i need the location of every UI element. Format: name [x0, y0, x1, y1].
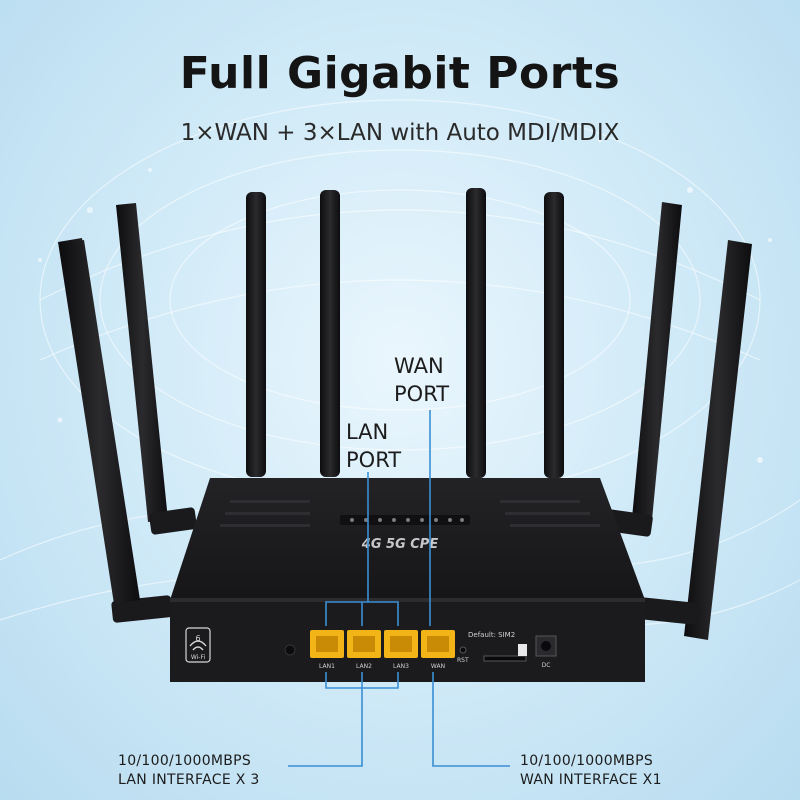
page-title: Full Gigabit Ports [179, 48, 621, 99]
rst-label: RST [457, 657, 469, 664]
ethernet-ports [310, 630, 455, 658]
callout-lines [288, 410, 510, 767]
reset-button[interactable] [459, 646, 467, 654]
lan-spec-count: LAN INTERFACE X 3 [118, 772, 260, 788]
wifi6-number: 6 [195, 634, 200, 643]
antenna-left-inner [116, 203, 197, 535]
wan-spec-speed: 10/100/1000MBPS [520, 753, 654, 769]
wan-callout-line1: WAN [394, 354, 444, 378]
page-subtitle: 1×WAN + 3×LAN with Auto MDI/MDIX [180, 120, 620, 146]
port-label-lan2: LAN2 [356, 663, 372, 670]
sim-indicator [518, 644, 527, 656]
lan-callout-line2: PORT [346, 448, 402, 472]
wan-interface-spec: 10/100/1000MBPS WAN INTERFACE X1 [520, 752, 662, 790]
port-label-lan3: LAN3 [393, 663, 409, 670]
status-leds [340, 515, 470, 525]
wan-port-callout: WAN PORT [394, 352, 449, 408]
wan-callout-line2: PORT [394, 382, 450, 406]
lan-callout-line1: LAN [346, 420, 389, 444]
lan3-port[interactable] [384, 630, 418, 658]
antenna [320, 190, 340, 477]
wan-port[interactable] [421, 630, 455, 658]
lan2-port[interactable] [347, 630, 381, 658]
antenna [246, 192, 266, 477]
router-top-surface [170, 478, 645, 600]
dc-label: DC [542, 662, 551, 669]
port-label-lan1: LAN1 [319, 663, 335, 670]
sim-default-label: Default: SIM2 [468, 631, 515, 639]
antenna [544, 192, 564, 478]
wan-spec-count: WAN INTERFACE X1 [520, 772, 662, 788]
antenna-back-group [246, 188, 564, 478]
lan-spec-speed: 10/100/1000MBPS [118, 753, 252, 769]
sim-slot[interactable] [483, 655, 527, 662]
lan1-port[interactable] [310, 630, 344, 658]
antenna-front-left [60, 240, 140, 604]
screw-hole [284, 644, 296, 656]
vent-dots [220, 500, 600, 527]
wifi6-badge: 6 Wi-Fi [185, 627, 211, 663]
antenna-right-inner [605, 202, 682, 537]
antenna-right-outer [637, 240, 752, 640]
cpe-logo: 4G 5G CPE [361, 537, 439, 552]
wifi6-label: Wi-Fi [191, 654, 206, 661]
antenna [466, 188, 486, 478]
lan-port-callout: LAN PORT [346, 418, 401, 474]
port-label-wan: WAN [431, 663, 445, 670]
lan-interface-spec: 10/100/1000MBPS LAN INTERFACE X 3 [118, 752, 260, 790]
